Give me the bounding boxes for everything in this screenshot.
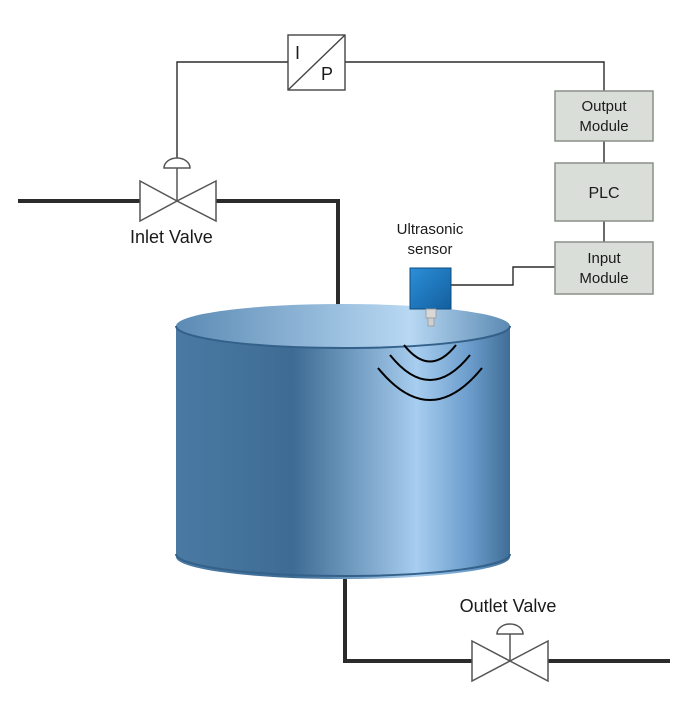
outlet-valve-body-left (471, 639, 512, 683)
inlet-valve-actuator (163, 157, 191, 169)
wave-2 (389, 354, 471, 381)
plc: PLC (554, 162, 654, 222)
ultrasonic-sensor-head (409, 267, 452, 310)
wire-ip-to-output-module (345, 61, 605, 91)
outlet-valve-label: Outlet Valve (460, 596, 557, 616)
wave-1 (403, 344, 457, 363)
inlet-valve-body-left (139, 179, 179, 223)
ultrasonic-sensor-neck (425, 308, 437, 319)
inlet-valve-label: Inlet Valve (130, 227, 213, 247)
sensor-label-2: sensor (407, 241, 452, 258)
ultrasonic-sensor-probe (427, 317, 435, 327)
ip-converter: I P (287, 34, 346, 91)
tank-top-rim (175, 325, 511, 349)
output-module-box (554, 90, 654, 142)
tank-bottom-rim (175, 553, 511, 577)
outlet-valve-body-right (508, 639, 549, 683)
wire-sensor-to-input-module (451, 266, 555, 286)
input-module-label-1: Input (587, 250, 621, 267)
input-module-box (554, 241, 654, 295)
outlet-pipe (343, 578, 670, 663)
tank (175, 304, 511, 579)
ip-converter-diagonal (287, 34, 346, 91)
plc-label: PLC (588, 185, 619, 202)
signal-wires (176, 61, 605, 286)
wave-3 (377, 367, 483, 401)
tank-body (176, 326, 510, 579)
outlet-pipe-left (343, 578, 472, 663)
inlet-pipe-right (216, 199, 340, 305)
sensor-label-1: Ultrasonic (397, 221, 464, 238)
ultrasonic-sensor: Ultrasonic sensor (397, 221, 464, 327)
wire-ip-to-inlet-valve (176, 61, 288, 160)
output-module-label-2: Module (579, 118, 628, 135)
input-module-label-2: Module (579, 270, 628, 287)
input-module: Input Module (554, 241, 654, 295)
ip-label-p: P (321, 64, 333, 84)
output-module: Output Module (554, 90, 654, 142)
inlet-valve: Inlet Valve (130, 157, 217, 247)
inlet-pipe (18, 199, 340, 305)
outlet-valve: Outlet Valve (460, 596, 557, 683)
plc-box (554, 162, 654, 222)
outlet-valve-actuator (496, 623, 524, 635)
inlet-valve-body-right (175, 179, 217, 223)
ultrasonic-waves (377, 344, 483, 401)
ip-label-i: I (295, 43, 300, 63)
output-module-label-1: Output (581, 98, 627, 115)
